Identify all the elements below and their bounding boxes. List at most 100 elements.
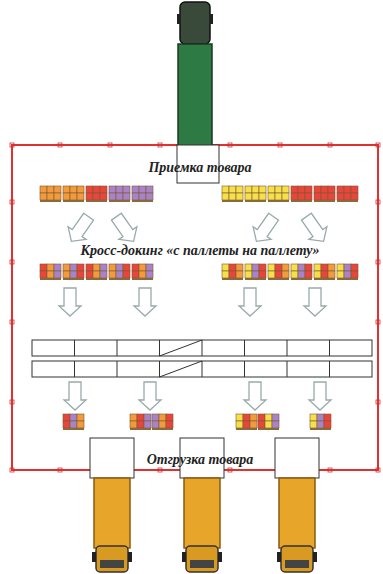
windshield	[285, 560, 309, 568]
pallet	[63, 186, 84, 202]
mirror	[313, 552, 317, 562]
dock-gate	[90, 438, 134, 478]
column-mark	[328, 143, 332, 147]
mirror	[177, 14, 181, 24]
pallet	[268, 264, 289, 280]
rack-divider	[287, 361, 288, 377]
pallet	[236, 414, 257, 430]
pallet	[63, 414, 84, 430]
column-mark	[10, 143, 14, 147]
rack	[32, 340, 372, 356]
pallet	[268, 186, 289, 202]
mirror	[92, 552, 96, 562]
pallet	[258, 414, 279, 430]
column-mark	[10, 400, 14, 404]
flow-arrow	[309, 382, 331, 410]
pallet	[132, 264, 153, 280]
pallet	[291, 264, 312, 280]
column-mark	[228, 468, 232, 472]
pallet	[109, 264, 130, 280]
pallet	[245, 264, 266, 280]
column-mark	[328, 468, 332, 472]
flow-arrow	[244, 382, 266, 410]
truck-body	[94, 478, 130, 548]
pallet	[40, 186, 61, 202]
flow-arrow	[107, 210, 142, 247]
truck-cab	[96, 546, 128, 572]
truck-cab	[180, 2, 210, 44]
truck-cab	[186, 546, 218, 572]
flow-arrow	[247, 210, 282, 247]
column-mark	[228, 143, 232, 147]
column-mark	[58, 468, 62, 472]
column-mark	[108, 143, 112, 147]
mirror	[209, 14, 213, 24]
pallet	[63, 264, 84, 280]
rack-divider	[159, 340, 160, 356]
pallet	[86, 186, 107, 202]
windshield	[100, 560, 124, 568]
rack-divider	[74, 340, 75, 356]
pallet	[245, 186, 266, 202]
mirror	[182, 552, 186, 562]
rack-diagonal	[160, 340, 203, 356]
flow-arrow	[64, 382, 86, 410]
flow-arrow	[297, 210, 332, 247]
flow-arrow	[139, 382, 161, 410]
mirror	[218, 552, 222, 562]
pallet	[314, 264, 335, 280]
column-mark	[376, 468, 380, 472]
column-mark	[58, 143, 62, 147]
flow-arrow	[134, 288, 156, 316]
rack-divider	[202, 340, 203, 356]
column-mark	[376, 400, 380, 404]
truck-body	[178, 44, 212, 148]
pallet	[291, 186, 312, 202]
rack-divider	[159, 361, 160, 377]
rack-divider	[117, 361, 118, 377]
pallet	[132, 186, 153, 202]
pallet	[310, 414, 331, 430]
pallet	[40, 264, 61, 280]
pallet	[222, 264, 243, 280]
mirror	[128, 552, 132, 562]
windshield	[190, 560, 214, 568]
zone-label: Приемка товара	[148, 160, 251, 176]
column-mark	[158, 468, 162, 472]
rack-diagonal	[160, 361, 203, 377]
column-mark	[10, 260, 14, 264]
flow-arrow	[304, 288, 326, 316]
pallet	[109, 186, 130, 202]
mirror	[277, 552, 281, 562]
rack-divider	[117, 340, 118, 356]
column-mark	[10, 320, 14, 324]
truck-cab	[281, 546, 313, 572]
column-mark	[376, 260, 380, 264]
rack-divider	[74, 361, 75, 377]
rack-divider	[244, 340, 245, 356]
truck-body	[184, 478, 220, 548]
rack-divider	[329, 340, 330, 356]
column-mark	[278, 143, 282, 147]
pallet	[337, 186, 358, 202]
pallet	[222, 186, 243, 202]
zone-label: Кросс-докинг «с паллеты на паллету»	[80, 243, 319, 259]
rack-divider	[202, 361, 203, 377]
rack	[32, 361, 372, 377]
column-mark	[158, 143, 162, 147]
column-mark	[376, 143, 380, 147]
column-mark	[10, 200, 14, 204]
zone-label: Отгрузка товара	[147, 452, 254, 468]
pallet	[130, 414, 151, 430]
pallet	[314, 186, 335, 202]
warehouse-wall	[12, 145, 378, 470]
flow-arrow	[62, 210, 97, 247]
flow-arrow	[59, 288, 81, 316]
rack-divider	[329, 361, 330, 377]
column-mark	[10, 468, 14, 472]
pallet	[337, 264, 358, 280]
rack-divider	[244, 361, 245, 377]
column-mark	[376, 320, 380, 324]
pallet	[152, 414, 173, 430]
